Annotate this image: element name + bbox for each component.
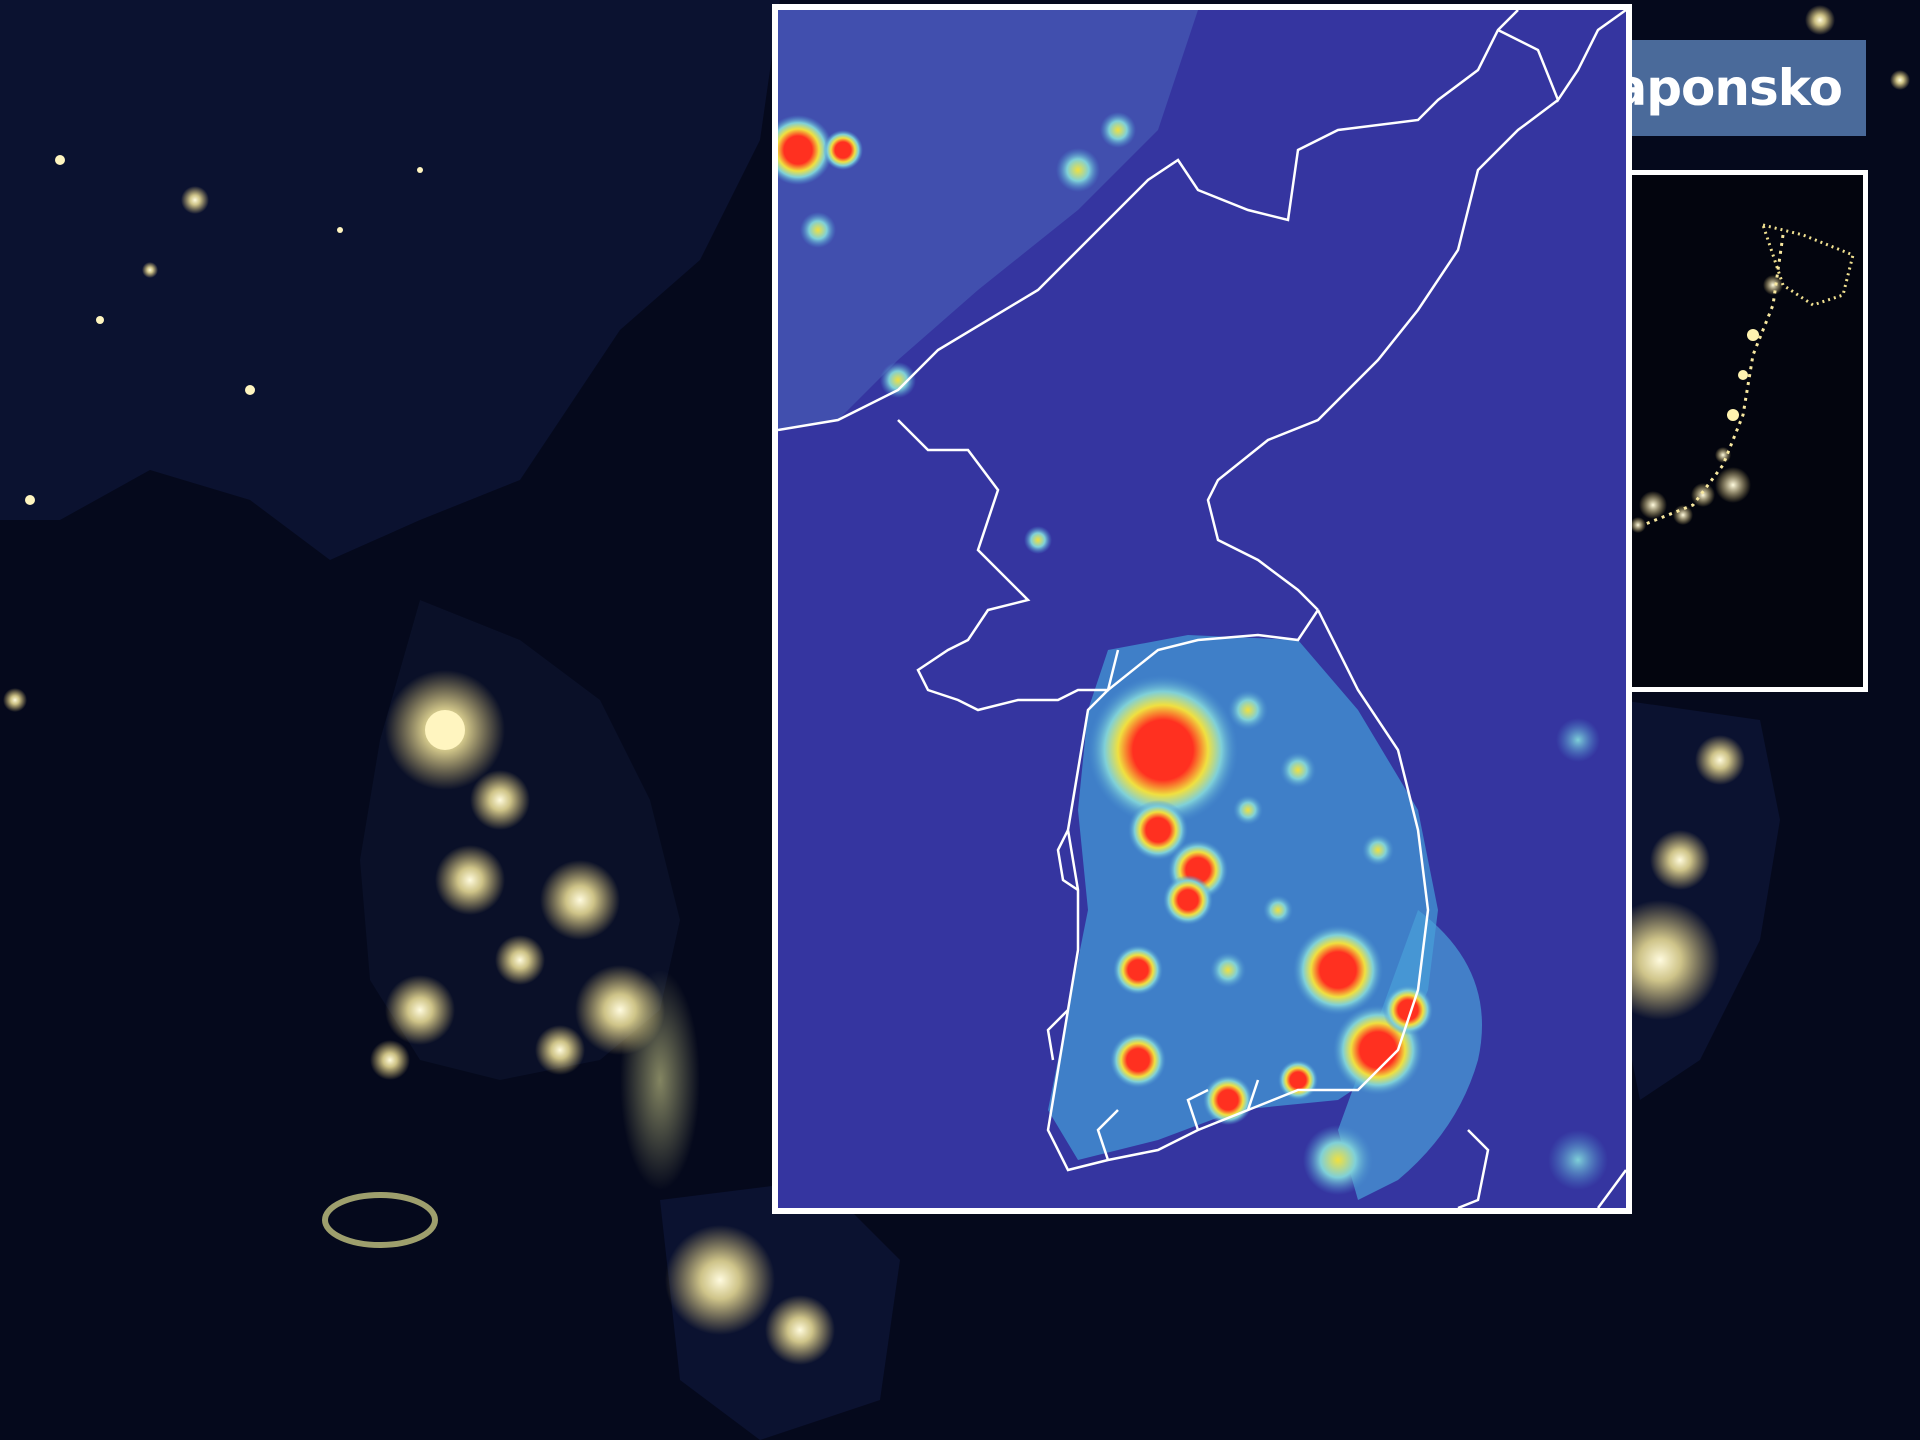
japan-night-lights-inset [1618,170,1868,692]
japan-label: aponsko [1610,40,1866,136]
city-lights [3,5,1910,1365]
mainland-low-light [778,10,1198,430]
mainland-landmass [0,0,780,560]
korea-heatmap-image [778,10,1626,1208]
country-borders [778,10,1626,1208]
korea-light-heatmap-inset [772,4,1632,1214]
japan-label-text: aponsko [1613,59,1843,117]
japan-lights-image [1623,175,1863,687]
light-intensity-hotspots [778,112,1608,1195]
